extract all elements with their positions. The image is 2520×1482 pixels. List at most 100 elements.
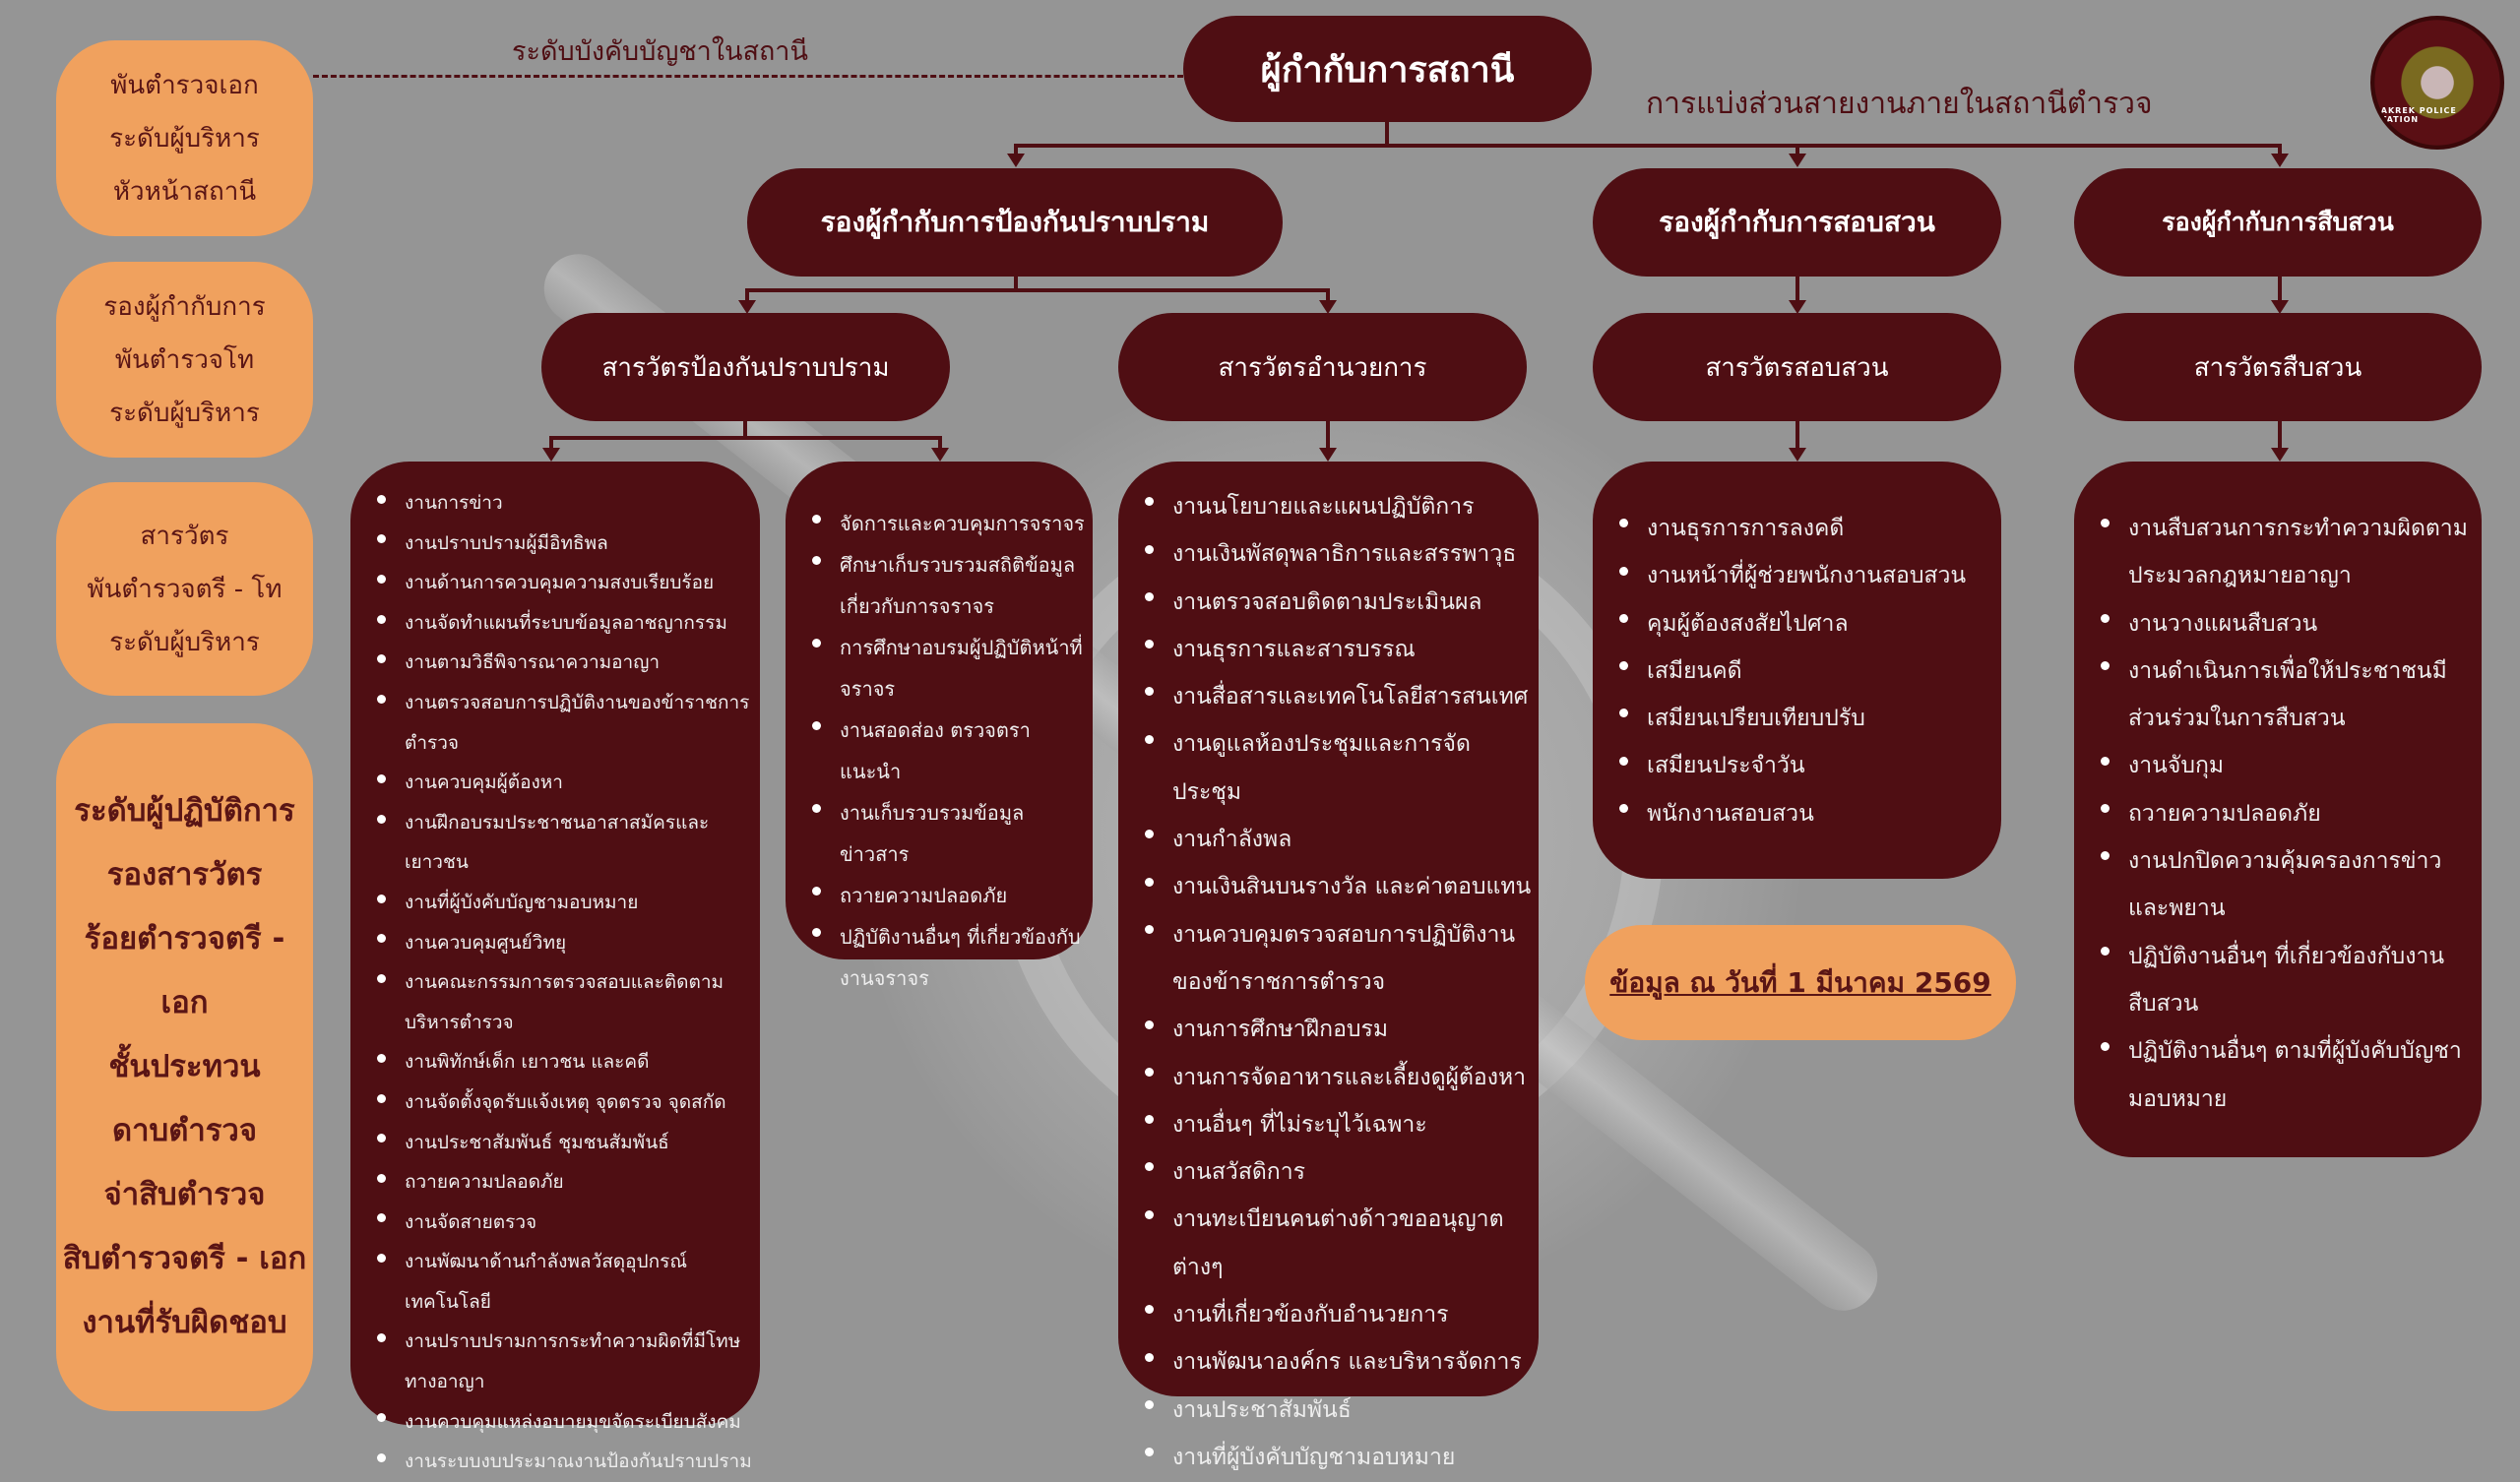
rank-level-inspector: สารวัตร พันตำรวจตรี - โท ระดับผู้บริหาร xyxy=(56,482,313,696)
duty-item: ปฏิบัติงานอื่นๆ ที่เกี่ยวข้องกับงานสืบสว… xyxy=(2074,933,2470,1028)
duty-item: งานปราบปรามผู้มีอิทธิพล xyxy=(350,524,752,564)
duty-item: งานตรวจสอบการปฏิบัติงานของข้าราชการตำรวจ xyxy=(350,683,752,763)
arrow-icon xyxy=(1319,448,1337,462)
deputy-investigation-box: รองผู้กำกับการสอบสวน xyxy=(1593,168,2001,277)
rank-line: สิบตำรวจตรี - เอก xyxy=(62,1241,307,1276)
connector xyxy=(1014,144,2282,148)
arrow-icon xyxy=(738,300,756,314)
chief-box: ผู้กำกับการสถานี xyxy=(1183,16,1592,122)
rank-line: สารวัตร xyxy=(140,521,229,551)
connector xyxy=(743,421,747,439)
duty-item: เสมียนประจำวัน xyxy=(1593,742,1993,789)
duty-item: งานสื่อสารและเทคโนโลยีสารสนเทศ xyxy=(1118,673,1535,720)
duty-item: งานจับกุม xyxy=(2074,742,2470,789)
duty-item: พนักงานสอบสวน xyxy=(1593,790,1993,837)
duty-item: งานฝึกอบรมประชาชนอาสาสมัครและเยาวชน xyxy=(350,803,752,883)
connector xyxy=(745,288,1330,292)
rank-level-deputy: รองผู้กำกับการ พันตำรวจโท ระดับผู้บริหาร xyxy=(56,262,313,458)
inspector-investigation-box: สารวัตรสอบสวน xyxy=(1593,313,2001,421)
duty-item: งานการศึกษาฝึกอบรม xyxy=(1118,1006,1535,1053)
duty-item: ปฏิบัติงานอื่นๆ ตามที่ผู้บังคับบัญชามอบห… xyxy=(2074,1027,2470,1123)
rank-line: ระดับผู้บริหาร xyxy=(109,123,260,154)
duty-item: งานพัฒนาด้านกำลังพลวัสดุอุปกรณ์เทคโนโลยี xyxy=(350,1242,752,1322)
connector xyxy=(1796,421,1799,451)
duties-administration-list: งานนโยบายและแผนปฏิบัติการงานเงินพัสดุพลา… xyxy=(1118,462,1539,1470)
rank-line: รองสารวัตร xyxy=(106,857,263,893)
connector xyxy=(745,288,749,302)
connector xyxy=(549,436,553,450)
duty-item: งานดูแลห้องประชุมและการจัดประชุม xyxy=(1118,720,1535,816)
duty-item: งานทะเบียนคนต่างด้าวขออนุญาตต่างๆ xyxy=(1118,1196,1535,1291)
connector xyxy=(1796,277,1799,302)
connector xyxy=(2278,277,2282,302)
duty-item: งานธุรการการลงคดี xyxy=(1593,505,1993,552)
duty-item: งานที่ผู้บังคับบัญชามอบหมาย xyxy=(350,883,752,923)
duty-item: งานสวัสดิการ xyxy=(1118,1148,1535,1196)
duty-item: คุมผู้ต้องสงสัยไปศาล xyxy=(1593,600,1993,648)
connector xyxy=(1014,277,1018,291)
deputy-prevention-box: รองผู้กำกับการป้องกันปราบปราม xyxy=(747,168,1283,277)
arrow-icon xyxy=(2271,300,2289,314)
rank-level-superintendent: พันตำรวจเอก ระดับผู้บริหาร หัวหน้าสถานี xyxy=(56,40,313,236)
rank-line: พันตำรวจเอก xyxy=(110,70,259,100)
deputy-detective-box: รองผู้กำกับการสืบสวน xyxy=(2074,168,2482,277)
duty-item: ปฏิบัติงานอื่นๆ ที่เกี่ยวข้องกับงานจราจร xyxy=(786,916,1087,999)
connector xyxy=(1326,421,1330,451)
duty-item: จัดการและควบคุมการจราจร xyxy=(786,503,1087,544)
connector xyxy=(938,436,942,450)
duty-item: งานธุรการและสารบรรณ xyxy=(1118,626,1535,673)
station-logo: SAKREK POLICE STATION xyxy=(2370,16,2504,150)
division-label: การแบ่งส่วนสายงานภายในสถานีตำรวจ xyxy=(1646,87,2153,121)
rank-line: ระดับผู้บริหาร xyxy=(109,398,260,428)
duties-prevention-list: งานการข่าวงานปราบปรามผู้มีอิทธิพลงานด้าน… xyxy=(350,462,760,1472)
duty-item: งานนโยบายและแผนปฏิบัติการ xyxy=(1118,483,1535,530)
data-date-badge: ข้อมูล ณ วันที่ 1 มีนาคม 2569 xyxy=(1585,925,2016,1040)
duty-item: งานควบคุมแหล่งอบายมุขจัดระเบียบสังคม xyxy=(350,1402,752,1443)
duty-item: ถวายความปลอดภัย xyxy=(786,875,1087,916)
arrow-icon xyxy=(1319,300,1337,314)
rank-line: ระดับผู้ปฏิบัติการ xyxy=(74,793,295,829)
duty-item: งานเงินพัสดุพลาธิการและสรรพาวุธ xyxy=(1118,530,1535,578)
duty-item: งานปราบปรามการกระทำความผิดที่มีโทษทางอาญ… xyxy=(350,1322,752,1401)
duty-item: งานคณะกรรมการตรวจสอบและติดตามบริหารตำรวจ xyxy=(350,962,752,1042)
duties-traffic-list: จัดการและควบคุมการจราจรศึกษาเก็บรวบรวมสถ… xyxy=(786,462,1093,990)
duty-item: ถวายความปลอดภัย xyxy=(2074,790,2470,837)
duty-item: งานด้านการควบคุมความสงบเรียบร้อย xyxy=(350,563,752,603)
connector xyxy=(1326,288,1330,302)
connector xyxy=(2278,421,2282,451)
inspector-prevention-box: สารวัตรป้องกันปราบปราม xyxy=(541,313,950,421)
arrow-icon xyxy=(931,448,949,462)
connector xyxy=(549,436,942,440)
duty-item: การศึกษาอบรมผู้ปฏิบัติหน้าที่จราจร xyxy=(786,627,1087,710)
rank-line: รองผู้กำกับการ xyxy=(103,291,266,322)
duty-item: งานหน้าที่ผู้ช่วยพนักงานสอบสวน xyxy=(1593,552,1993,599)
arrow-icon xyxy=(1789,300,1806,314)
duty-item: เสมียนคดี xyxy=(1593,648,1993,695)
duty-item: งานควบคุมตรวจสอบการปฏิบัติงานของข้าราชกา… xyxy=(1118,911,1535,1007)
duty-item: งานเก็บรวบรวมข้อมูลข่าวสาร xyxy=(786,792,1087,875)
duty-item: งานควบคุมศูนย์วิทยุ xyxy=(350,923,752,963)
command-level-label: ระดับบังคับบัญชาในสถานี xyxy=(512,36,808,67)
duties-detective-list: งานสืบสวนการกระทำความผิดตามประมวลกฎหมายอ… xyxy=(2074,462,2482,1157)
arrow-icon xyxy=(542,448,560,462)
duty-item: งานวางแผนสืบสวน xyxy=(2074,600,2470,648)
duty-item: ศึกษาเก็บรวบรวมสถิติข้อมูลเกี่ยวกับการจร… xyxy=(786,544,1087,627)
arrow-icon xyxy=(1789,154,1806,167)
rank-line: งานที่รับผิดชอบ xyxy=(82,1305,287,1340)
rank-line: ระดับผู้บริหาร xyxy=(109,627,260,657)
duty-item: งานจัดตั้งจุดรับแจ้งเหตุ จุดตรวจ จุดสกัด xyxy=(350,1082,752,1123)
rank-line: พันตำรวจตรี - โท xyxy=(87,574,283,604)
arrow-icon xyxy=(1007,154,1025,167)
rank-line: ร้อยตำรวจตรี - เอก xyxy=(84,921,285,1020)
duty-item: งานตามวิธีพิจารณาความอาญา xyxy=(350,643,752,683)
duties-investigation-list: งานธุรการการลงคดีงานหน้าที่ผู้ช่วยพนักงา… xyxy=(1593,462,2001,879)
duty-item: งานการจัดอาหารและเลี้ยงดูผู้ต้องหา xyxy=(1118,1054,1535,1101)
connector xyxy=(2278,144,2282,157)
rank-line: ชั้นประทวน xyxy=(108,1049,261,1084)
connector xyxy=(1796,144,1799,157)
rank-line: ดาบตำรวจ xyxy=(112,1113,257,1148)
connector xyxy=(1385,122,1389,146)
duty-item: งานประชาสัมพันธ์ xyxy=(1118,1387,1535,1434)
command-dashed-line xyxy=(313,75,1183,78)
rank-line: หัวหน้าสถานี xyxy=(112,176,257,207)
